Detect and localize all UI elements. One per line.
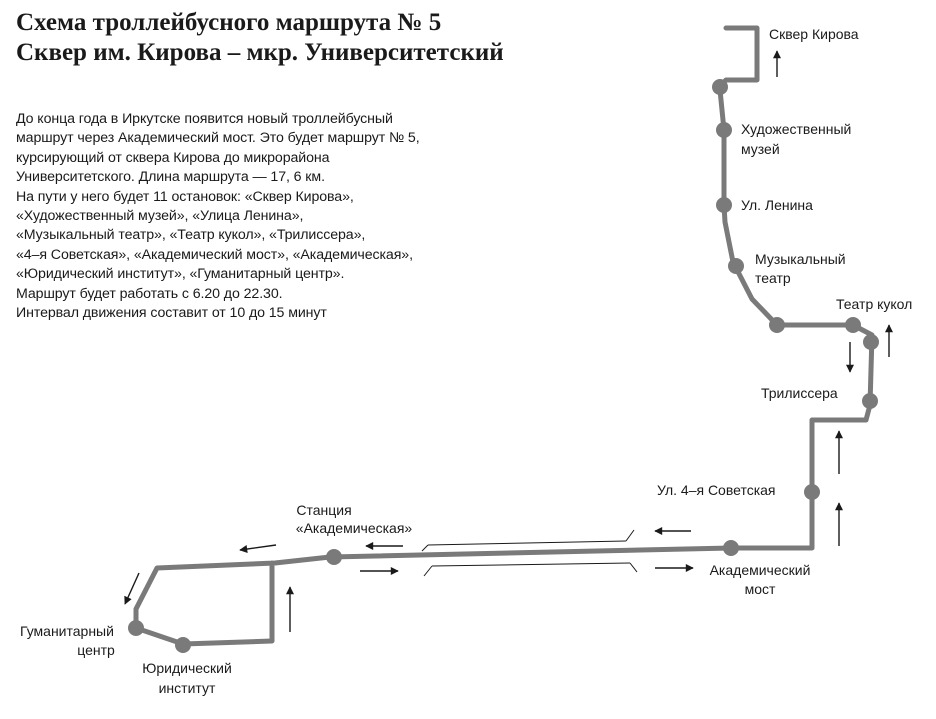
description-line: маршрут через Академический мост. Это бу… bbox=[16, 130, 420, 147]
route-description: До конца года в Иркутске появится новый … bbox=[16, 110, 476, 323]
label-muz-teatr: театр bbox=[755, 270, 791, 286]
description-line: «4–я Советская», «Академический мост», «… bbox=[16, 246, 413, 263]
stop-trilissera bbox=[862, 393, 878, 409]
label-akademicheskaya: «Академическая» bbox=[296, 520, 413, 536]
stop-ul-4-sovetskaya bbox=[804, 484, 820, 500]
label-akad-most: Академический bbox=[710, 562, 811, 578]
label-yurid-institut: Юридический bbox=[142, 660, 232, 676]
stop-khud-muzei bbox=[716, 122, 732, 138]
label-guman-centr: центр bbox=[77, 642, 115, 658]
description-line: «Юридический институт», «Гуманитарный це… bbox=[16, 266, 345, 283]
stop-teatr-kukol-3 bbox=[863, 334, 879, 350]
map-title: Схема троллейбусного маршрута № 5 Сквер … bbox=[16, 8, 504, 68]
stop-teatr-kukol-2 bbox=[845, 317, 861, 333]
label-ul-lenina: Ул. Ленина bbox=[741, 197, 813, 213]
description-line: Маршрут будет работать с 6.20 до 22.30. bbox=[16, 285, 283, 302]
stop-skver-kirova bbox=[712, 79, 728, 95]
stop-labels: Сквер Кирова Художественный музей Ул. Ле… bbox=[20, 26, 912, 696]
stop-akad-most bbox=[723, 540, 739, 556]
description-line: «Художественный музей», «Улица Ленина», bbox=[16, 208, 304, 225]
title-line-1: Схема троллейбусного маршрута № 5 bbox=[16, 9, 442, 36]
label-akad-most: мост bbox=[745, 581, 776, 597]
stop-akademicheskaya bbox=[326, 549, 342, 565]
label-guman-centr: Гуманитарный bbox=[20, 623, 114, 639]
stop-muz-teatr bbox=[728, 258, 744, 274]
direction-arrows bbox=[124, 50, 893, 632]
description-line: Университетского. Длина маршрута — 17, 6… bbox=[16, 169, 325, 186]
description-line: «Музыкальный театр», «Театр кукол», «Три… bbox=[16, 227, 366, 244]
title-line-2: Сквер им. Кирова – мкр. Университетский bbox=[16, 39, 504, 66]
label-khud-muzei: Художественный bbox=[741, 121, 851, 137]
description-line: курсирующий от сквера Кирова до микрорай… bbox=[16, 149, 330, 166]
description-line: До конца года в Иркутске появится новый … bbox=[16, 111, 393, 127]
arrow-left-icon bbox=[239, 544, 277, 553]
stop-teatr-kukol-1 bbox=[769, 317, 785, 333]
arrow-down-icon bbox=[124, 572, 140, 605]
stop-yurid-institut bbox=[175, 637, 191, 653]
label-skver-kirova: Сквер Кирова bbox=[769, 26, 859, 42]
stop-guman-centr bbox=[128, 620, 144, 636]
stops bbox=[128, 79, 879, 653]
stop-ul-lenina bbox=[716, 197, 732, 213]
description-line: Интервал движения составит от 10 до 15 м… bbox=[16, 305, 327, 322]
label-ul-4-sovetskaya: Ул. 4–я Советская bbox=[657, 482, 776, 498]
label-akademicheskaya: Станция bbox=[296, 502, 351, 518]
bridge-marks bbox=[421, 529, 638, 577]
label-yurid-institut: институт bbox=[159, 680, 216, 696]
label-muz-teatr: Музыкальный bbox=[755, 251, 846, 267]
label-trilissera: Трилиссера bbox=[761, 385, 838, 401]
label-teatr-kukol: Театр кукол bbox=[836, 296, 912, 312]
label-khud-muzei: музей bbox=[741, 141, 780, 157]
description-line: На пути у него будет 11 остановок: «Скве… bbox=[16, 188, 354, 205]
